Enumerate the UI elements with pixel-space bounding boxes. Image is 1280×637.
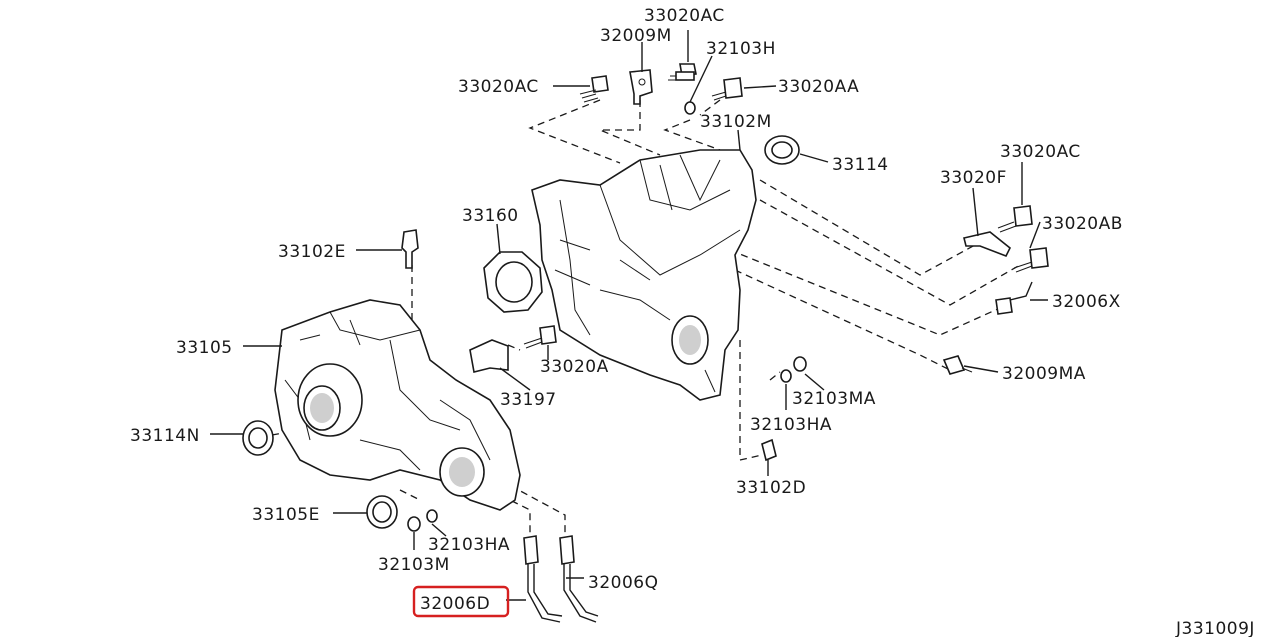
bolt-33020ab [1013,247,1049,273]
bracket-32009m [629,69,653,105]
label-33102e: 33102E [278,242,346,262]
label-33114: 33114 [832,155,889,175]
bracket-33197 [469,339,509,373]
label-33020f: 33020F [940,168,1007,188]
part-labels: 33020AC 32009M 32103H 33020AC 33020AA 33… [130,6,1255,637]
label-32103ma: 32103MA [792,389,876,409]
diagram-code: J331009J [1175,619,1255,637]
label-33020ac-top: 33020AC [644,6,725,26]
label-33102d: 33102D [736,478,806,498]
label-33020ac-left: 33020AC [458,77,539,97]
label-33020aa: 33020AA [778,77,859,97]
gasket-33160 [483,251,543,313]
front-case-33105 [274,299,521,511]
bolt-33020ac-left [579,75,609,103]
plug-32103m [407,516,421,532]
label-33114n: 33114N [130,426,200,446]
label-32006d[interactable]: 32006D [420,594,490,614]
highlight-box-32006d [412,585,510,618]
label-33105e: 33105E [252,505,320,525]
pin-33102d [761,438,777,462]
leader-lines [210,30,1048,601]
label-32103ha-bottom: 32103HA [428,535,510,555]
label-32006x: 32006X [1052,292,1121,312]
label-33020ab: 33020AB [1042,214,1123,234]
bracket-33020f [963,231,1012,258]
bolt-33020ac-top [668,63,697,81]
label-32103h: 32103H [706,39,776,59]
label-32009ma: 32009MA [1002,364,1086,384]
label-33197: 33197 [500,390,557,410]
label-32103ha-right: 32103HA [750,415,832,435]
bolt-33020a [523,325,557,349]
label-32009m: 32009M [600,26,672,46]
breather-33102e [401,229,419,269]
oring-32103ha [426,509,438,523]
bolt-33020aa [711,77,743,101]
seal-33105e [366,495,398,529]
sensor-32009ma [942,355,973,375]
label-33105: 33105 [176,338,233,358]
rear-case-33102m [531,149,757,401]
label-33102m: 33102M [700,112,772,132]
label-32103m: 32103M [378,555,450,575]
label-32006q: 32006Q [588,573,658,593]
oring-32103h [684,101,696,115]
seal-33114n [242,420,274,456]
sensor-tube-32006d [523,535,563,623]
sensor-32006x [995,281,1033,315]
plug-32103ma [780,356,807,383]
sensor-tube-32006q [559,535,599,623]
label-33020a: 33020A [540,357,609,377]
label-33160: 33160 [462,206,519,226]
seal-33114 [764,135,800,165]
label-33020ac-right: 33020AC [1000,142,1081,162]
bolt-33020ac-right [997,205,1033,233]
